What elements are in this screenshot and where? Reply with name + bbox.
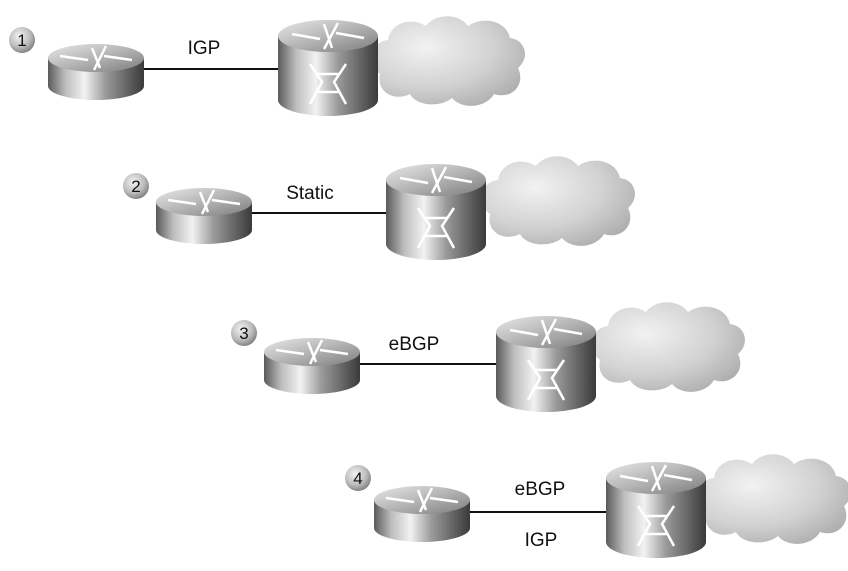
- layer3-switch-icon: [278, 20, 378, 116]
- layer3-switch-icon: [606, 462, 706, 558]
- layer3-switch-icon: [386, 164, 486, 260]
- scenario-badge: 1: [9, 27, 35, 53]
- scenario-number: 1: [17, 31, 26, 50]
- scenario-number: 2: [131, 177, 140, 196]
- router-icon: [48, 44, 144, 100]
- scenario-number: 3: [239, 324, 248, 343]
- scenario-4: 4 eBGP IGP: [345, 454, 848, 558]
- scenario-badge: 2: [123, 173, 149, 199]
- scenario-number: 4: [353, 469, 362, 488]
- link-label-bottom: IGP: [525, 530, 558, 551]
- link-label: IGP: [188, 38, 221, 59]
- cloud-icon: [481, 156, 635, 246]
- router-icon: [156, 188, 252, 244]
- scenario-badge: 4: [345, 465, 371, 491]
- router-icon: [374, 486, 470, 542]
- scenario-badge: 3: [231, 320, 257, 346]
- layer3-switch-icon: [496, 316, 596, 412]
- scenario-2: 2 Static: [123, 156, 635, 260]
- scenario-3: 3 eBGP: [231, 302, 745, 412]
- link-label: Static: [286, 183, 334, 204]
- cloud-icon: [591, 302, 745, 392]
- cloud-icon: [371, 16, 525, 106]
- scenario-1: 1 IGP: [9, 16, 525, 116]
- link-label: eBGP: [389, 334, 440, 355]
- router-icon: [264, 338, 360, 394]
- cloud-icon: [697, 454, 848, 544]
- link-label-top: eBGP: [515, 479, 566, 500]
